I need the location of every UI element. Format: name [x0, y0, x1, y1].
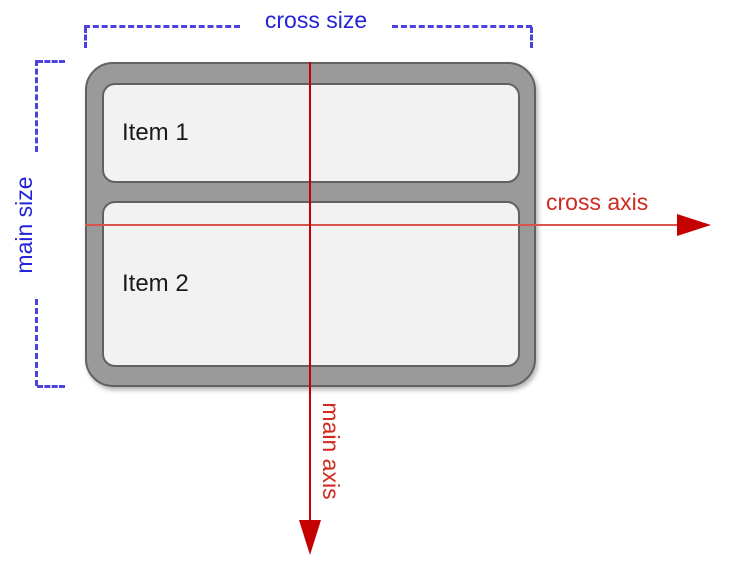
cross-axis-label: cross axis	[546, 189, 649, 215]
main-axis-label: main axis	[318, 402, 344, 500]
main-axis-arrowhead-icon	[299, 520, 321, 555]
cross-axis-arrowhead-icon	[677, 214, 711, 236]
cross-size-bracket-line-left	[84, 25, 240, 28]
cross-axis-line	[85, 224, 677, 226]
cross-size-label: cross size	[264, 7, 368, 33]
flex-item-1: Item 1	[102, 83, 520, 183]
main-size-bracket-line-bottom	[35, 299, 38, 386]
cross-size-bracket-tick-left	[84, 27, 87, 48]
main-size-label: main size	[11, 176, 37, 274]
flex-item-2: Item 2	[102, 201, 520, 367]
main-axis-line	[309, 62, 311, 520]
main-size-bracket-tick-bottom	[37, 385, 65, 388]
cross-size-bracket-tick-right	[530, 27, 533, 48]
flex-item-1-label: Item 1	[122, 119, 189, 146]
flex-item-2-label: Item 2	[122, 270, 189, 297]
main-size-bracket-line-top	[35, 60, 38, 152]
cross-size-bracket-line-right	[392, 25, 532, 28]
main-size-bracket-tick-top	[37, 60, 65, 63]
